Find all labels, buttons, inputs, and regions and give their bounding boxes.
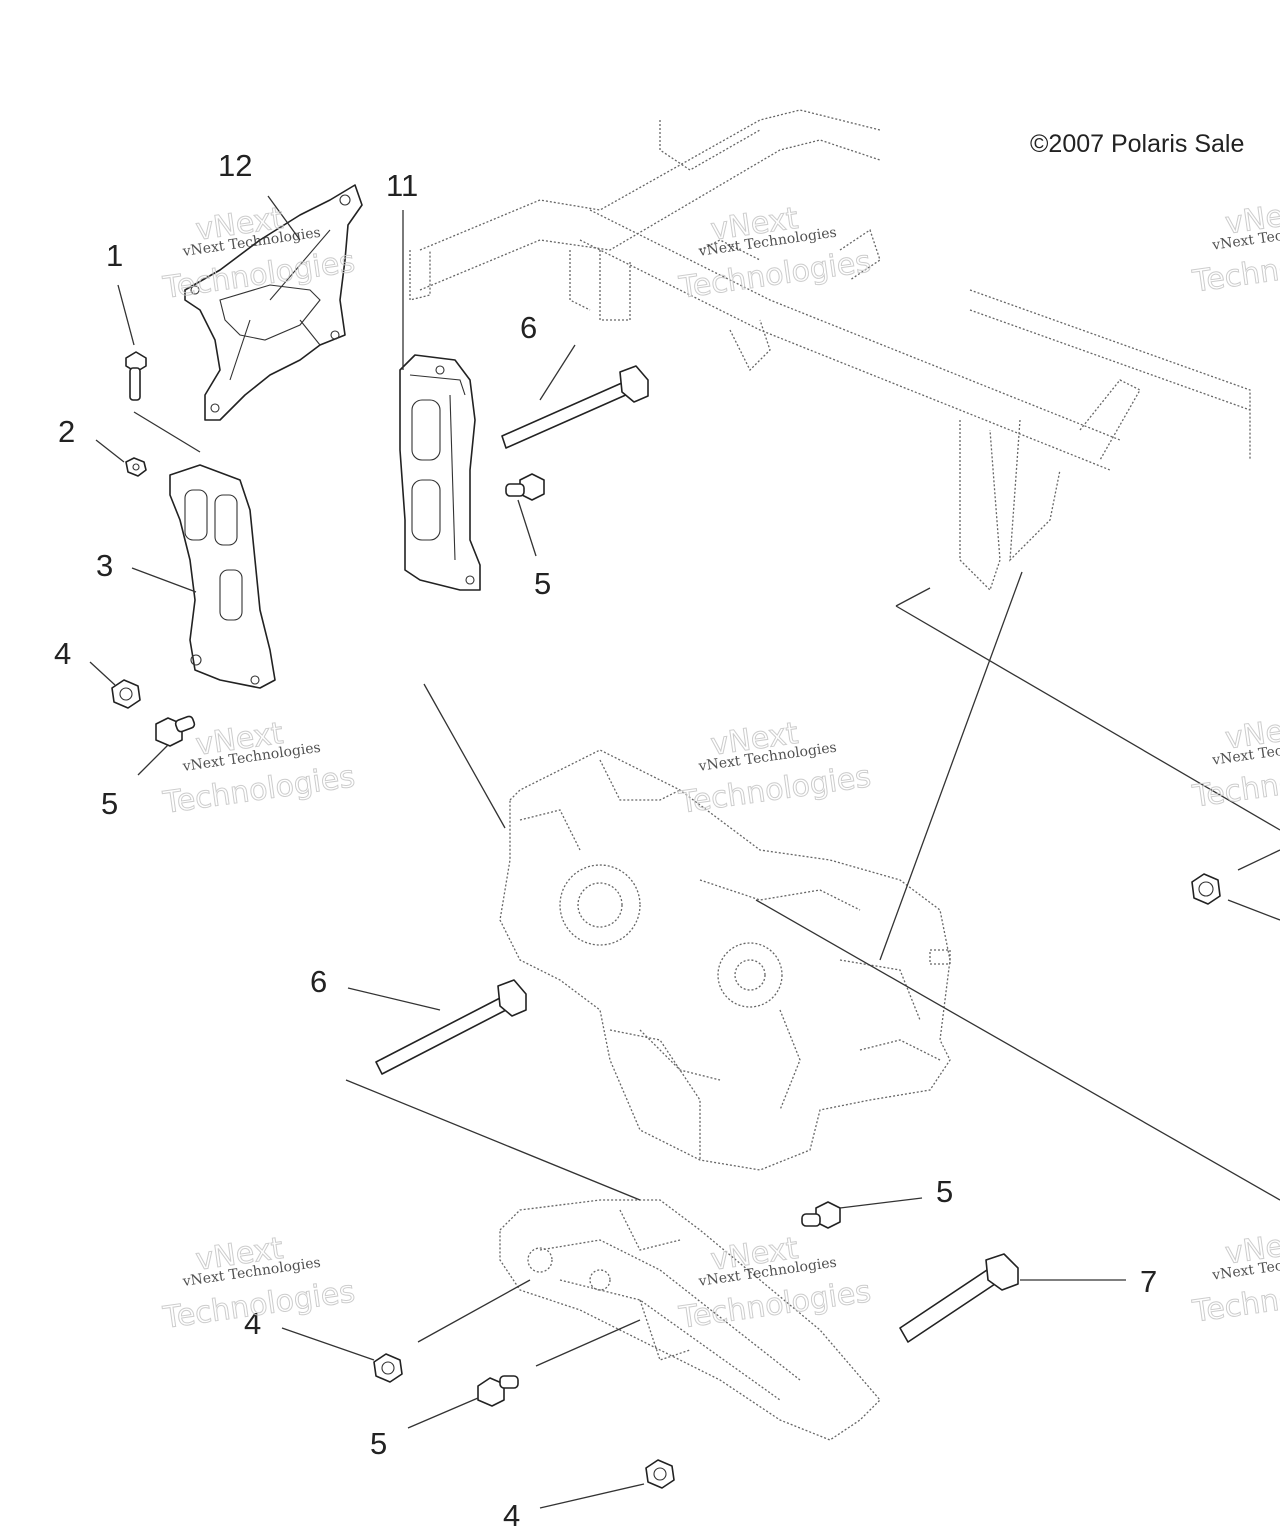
watermark-3: vNext vNext Technologies Technologies	[1189, 194, 1280, 300]
part-12-bracket-plate	[184, 184, 363, 421]
callout-4-a: 4	[54, 636, 71, 671]
callout-12: 12	[218, 148, 252, 183]
part-4-nut-a	[111, 679, 141, 709]
part-5-bolt-d	[477, 1375, 519, 1407]
callout-3: 3	[96, 548, 113, 583]
watermark-9: vNext vNext Technologies Technologies	[1189, 1224, 1280, 1330]
watermark-2: vNext vNext Technologies Technologies	[676, 200, 874, 306]
watermark-6: vNext vNext Technologies Technologies	[1189, 709, 1280, 815]
callout-5-c: 5	[936, 1174, 953, 1209]
part-5-bolt-b	[505, 473, 545, 501]
watermark-5: vNext vNext Technologies Technologies	[676, 715, 874, 821]
callout-4-b: 4	[244, 1306, 261, 1341]
part-3-bracket	[169, 464, 276, 689]
chassis-frame	[409, 109, 1251, 592]
copyright-text: ©2007 Polaris Sale	[1030, 130, 1244, 158]
part-6-long-bolt-b	[375, 979, 527, 1075]
callout-5-b: 5	[534, 566, 551, 601]
callout-labels: 12 11 1 2 3 4 5 6 5 6 5 7 4 5 4	[54, 148, 1157, 1533]
callout-11: 11	[386, 168, 418, 203]
part-7-bolt	[899, 1253, 1019, 1343]
callout-7: 7	[1140, 1264, 1157, 1299]
callout-1: 1	[106, 238, 123, 273]
part-6-long-bolt-a	[501, 365, 649, 449]
callout-6-a: 6	[520, 310, 537, 345]
part-4-nut-c	[645, 1459, 675, 1489]
part-2-nut	[125, 457, 147, 477]
engine-assembly	[499, 749, 951, 1171]
callout-2: 2	[58, 414, 75, 449]
part-1-bolt	[125, 351, 147, 401]
callout-5-d: 5	[370, 1426, 387, 1461]
part-5-bolt-c	[801, 1201, 841, 1229]
watermark-7: vNext vNext Technologies Technologies	[160, 1230, 358, 1336]
part-4-nut-b	[373, 1353, 403, 1383]
leader-lines	[89, 195, 1280, 1509]
callout-4-c: 4	[503, 1498, 520, 1533]
callout-6-b: 6	[310, 964, 327, 999]
part-5-bolt-a	[155, 715, 196, 747]
part-11-mount-bracket	[399, 354, 481, 591]
part-4-nut-d	[1191, 873, 1221, 905]
callout-5-a: 5	[101, 786, 118, 821]
